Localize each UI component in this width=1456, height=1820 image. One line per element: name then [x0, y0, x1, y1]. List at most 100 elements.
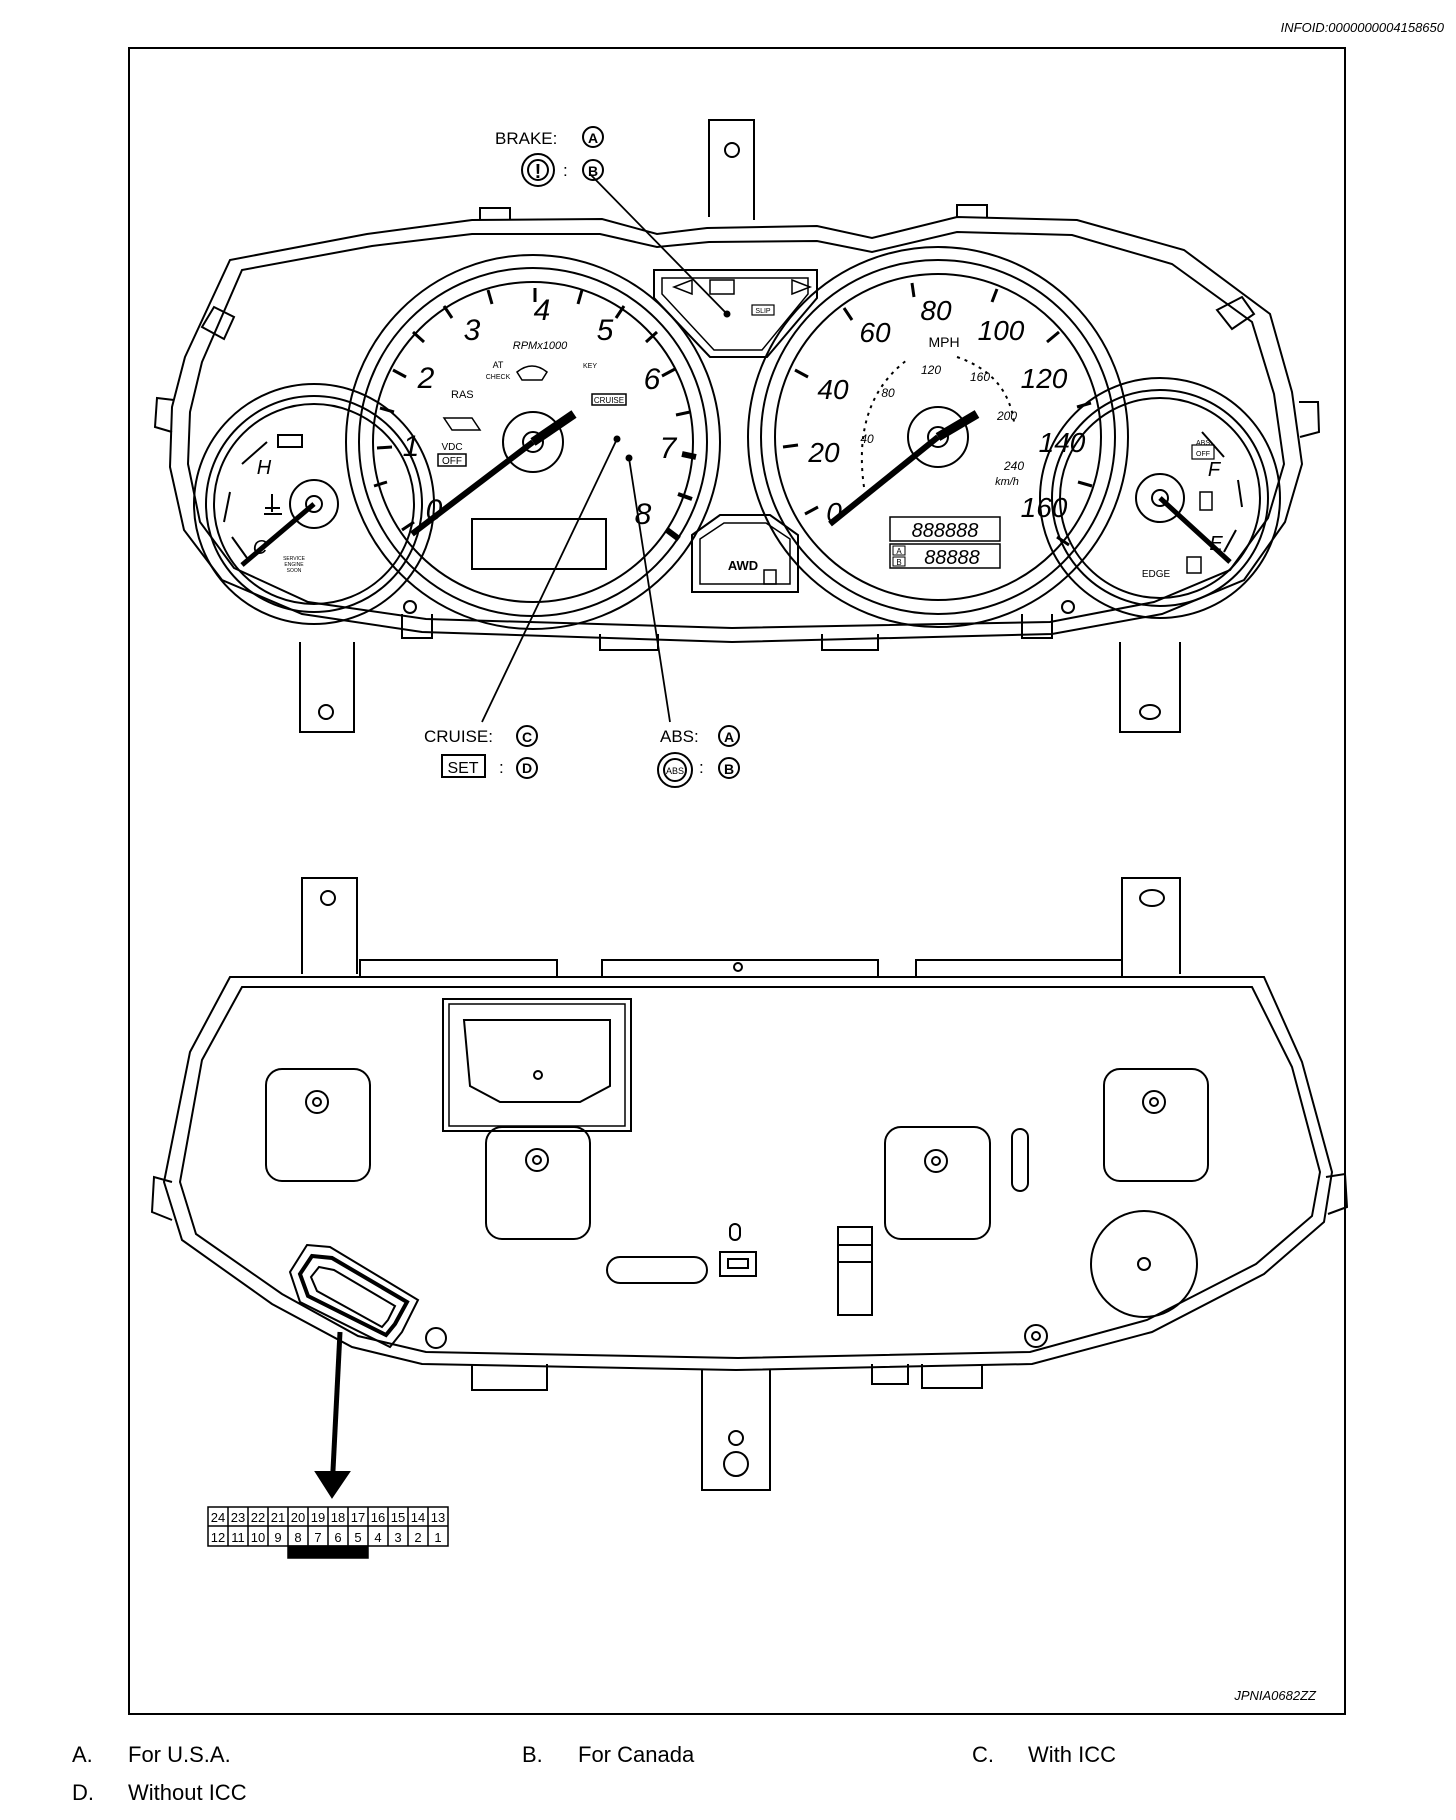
cruise-callout-label: CRUISE: — [424, 727, 493, 746]
speedo-mph-number: 60 — [859, 317, 891, 348]
set-callout-d: D — [522, 760, 532, 776]
connector-pin-top: 18 — [331, 1510, 345, 1525]
brake-callout-colon: : — [563, 161, 568, 180]
cluster-rear-view — [150, 877, 1348, 1499]
tach-cruise-label: CRUISE — [594, 396, 624, 405]
connector-pin-top: 23 — [231, 1510, 245, 1525]
speedo-mph-number: 120 — [1021, 363, 1068, 394]
legend-key: C. — [972, 1742, 994, 1767]
connector-pin-bottom: 2 — [414, 1530, 421, 1545]
speedo-mph-number: 80 — [920, 295, 952, 326]
tach-number: 7 — [660, 432, 678, 465]
tach-check-label: CHECK — [486, 374, 511, 381]
abs-callout-label: ABS: — [660, 727, 699, 746]
tach-vdc-label: VDC — [441, 442, 462, 453]
connector-pin-table — [207, 1506, 449, 1559]
tach-ras-label: RAS — [451, 389, 474, 401]
legend-key: D. — [72, 1780, 94, 1805]
figure-id: JPNIA0682ZZ — [1234, 1688, 1316, 1703]
trip-display: 88888 — [924, 547, 980, 569]
speedo-mph-unit: MPH — [928, 334, 959, 350]
brake-callout-label: BRAKE: — [495, 129, 557, 148]
connector-pin-bottom: 7 — [314, 1530, 321, 1545]
connector-pin-top: 24 — [211, 1510, 225, 1525]
fuel-edge-label: EDGE — [1142, 569, 1171, 580]
awd-lamp-label: AWD — [728, 558, 758, 573]
tach-number: 4 — [534, 294, 551, 327]
legend-item-b: B. For Canada — [522, 1742, 694, 1768]
tach-number: 3 — [464, 314, 481, 347]
brake-callout-a: A — [588, 130, 598, 146]
connector-pin-top: 14 — [411, 1510, 425, 1525]
service-engine-soon-text: ENGINE — [284, 562, 304, 568]
legend-item-c: C. With ICC — [972, 1742, 1116, 1768]
info-id: INFOID:0000000004158650 — [1280, 20, 1444, 35]
set-icon-text: SET — [447, 760, 478, 777]
legend-text: For U.S.A. — [128, 1742, 231, 1767]
tach-unit: RPMx1000 — [513, 340, 568, 352]
figure-frame: BRAKE: A ! : B CRUISE: C SET : D ABS: A … — [128, 47, 1348, 1715]
connector-pin-top: 21 — [271, 1510, 285, 1525]
speedo-kmh-number: 80 — [881, 386, 895, 400]
connector-pin-top: 20 — [291, 1510, 305, 1525]
connector-pin-top: 16 — [371, 1510, 385, 1525]
speedo-kmh-number: 240 — [1003, 459, 1024, 473]
connector-pin-top: 19 — [311, 1510, 325, 1525]
connector-pin-bottom: 1 — [434, 1530, 441, 1545]
legend-text: Without ICC — [128, 1780, 247, 1805]
speedo-mph-number: 140 — [1039, 427, 1086, 458]
legend-item-d: D. Without ICC — [72, 1780, 247, 1806]
legend-item-a: A. For U.S.A. — [72, 1742, 231, 1768]
connector-pin-bottom: 3 — [394, 1530, 401, 1545]
tach-number: 2 — [417, 362, 435, 395]
speedo-mph-number: 20 — [807, 437, 840, 468]
connector-pin-top: 17 — [351, 1510, 365, 1525]
service-engine-soon-text: SERVICE — [283, 556, 306, 562]
connector-pin-bottom: 4 — [374, 1530, 381, 1545]
instrument-cluster-diagram: BRAKE: A ! : B CRUISE: C SET : D ABS: A … — [150, 119, 1348, 1559]
legend-text: For Canada — [578, 1742, 695, 1767]
speedo-mph-number: 160 — [1021, 492, 1068, 523]
legend-key: A. — [72, 1742, 93, 1767]
tach-number: 1 — [403, 430, 420, 463]
cluster-front-view — [153, 119, 1321, 788]
connector-pin-top: 13 — [431, 1510, 445, 1525]
speedo-mph-number: 100 — [978, 315, 1025, 346]
connector-pin-bottom: 12 — [211, 1530, 225, 1545]
odometer-display: 888888 — [912, 520, 979, 542]
speedo-kmh-number: 40 — [860, 432, 874, 446]
speedo-kmh-number: 200 — [996, 409, 1017, 423]
slip-lamp-label: SLIP — [755, 308, 771, 315]
tach-number: 0 — [426, 494, 443, 527]
trip-b-label: B — [896, 558, 901, 567]
connector-pin-bottom: 5 — [354, 1530, 361, 1545]
connector-pin-bottom: 10 — [251, 1530, 265, 1545]
legend-text: With ICC — [1028, 1742, 1116, 1767]
speedo-kmh-number: 120 — [921, 363, 941, 377]
tach-key-label: KEY — [583, 363, 597, 370]
connector-pin-bottom: 8 — [294, 1530, 301, 1545]
service-engine-soon-text: SOON — [287, 568, 302, 574]
abs-callout-a: A — [724, 729, 734, 745]
abs-callout-colon: : — [699, 758, 704, 777]
trip-a-label: A — [896, 547, 902, 556]
temp-hot-label: H — [257, 457, 272, 479]
tach-number: 8 — [635, 498, 652, 531]
abs-icon-text: ABS — [666, 766, 684, 776]
speedo-kmh-unit: km/h — [995, 476, 1019, 488]
tach-number: 5 — [597, 314, 614, 347]
tach-number: 6 — [644, 363, 661, 396]
temp-cold-label: C — [253, 537, 268, 559]
tach-off-label: OFF — [442, 456, 462, 467]
connector-pin-bottom: 6 — [334, 1530, 341, 1545]
brake-callout-b: B — [588, 163, 598, 179]
fuel-abs-label: ABS — [1196, 440, 1210, 447]
abs-callout-b: B — [724, 761, 734, 777]
connector-pin-top: 22 — [251, 1510, 265, 1525]
speedo-mph-number: 40 — [817, 374, 849, 405]
brake-icon-text: ! — [535, 161, 542, 183]
speedo-mph-number: 0 — [826, 497, 842, 528]
fuel-off-label: OFF — [1196, 451, 1210, 458]
tach-at-label: AT — [493, 360, 504, 370]
cruise-callout-c: C — [522, 729, 532, 745]
